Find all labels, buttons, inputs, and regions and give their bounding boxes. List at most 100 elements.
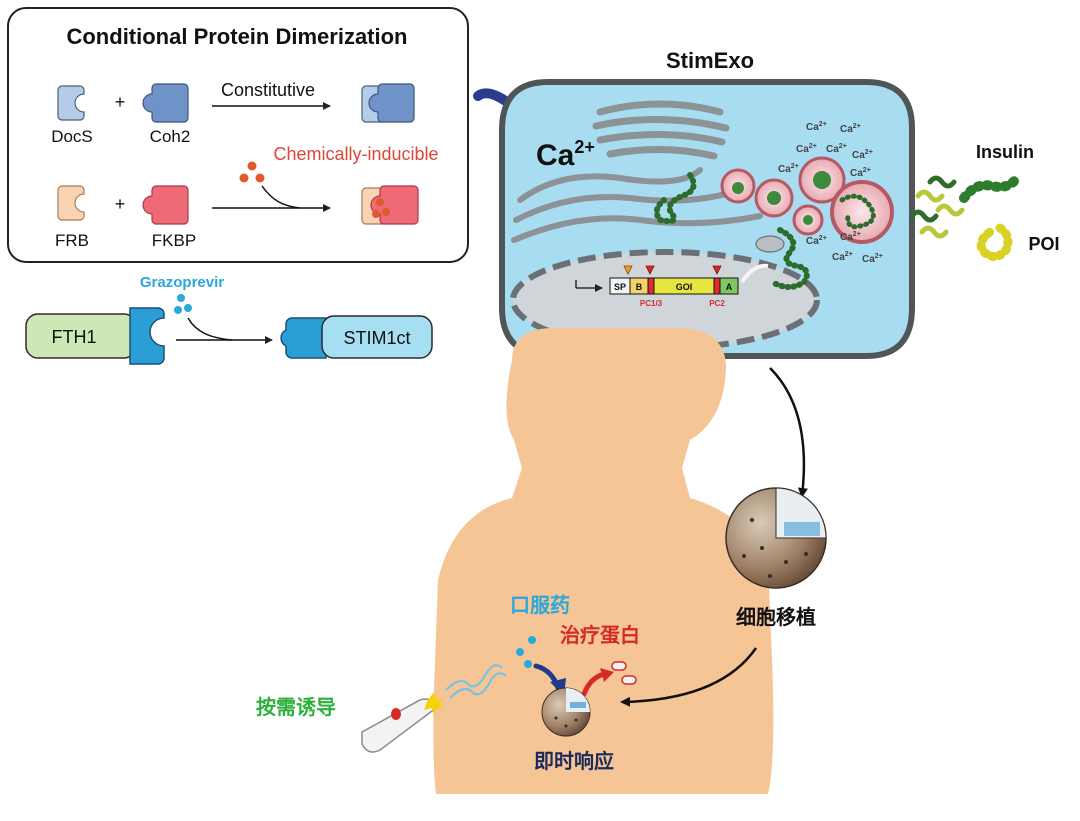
- frb-shape: [57, 185, 85, 221]
- sp-label: SP: [614, 282, 626, 292]
- drug-dot: [177, 294, 185, 302]
- goi-label: GOI: [676, 282, 693, 292]
- calcium-ions: Ca2+ Ca2+ Ca2+ Ca2+ Ca2+ Ca2+ Ca2+ Ca2+ …: [778, 121, 883, 265]
- b-label: B: [636, 282, 643, 292]
- ca-ion-label: Ca2+: [840, 123, 861, 135]
- oral-drug-dot: [524, 660, 532, 668]
- pc2-label: PC2: [709, 299, 725, 308]
- secretory-vesicles: [720, 156, 894, 244]
- coh2-label: Coh2: [150, 127, 191, 146]
- instant-response-label: 即时响应: [534, 749, 614, 773]
- docs-label: DocS: [51, 127, 93, 146]
- secretion-arrowhead: [600, 668, 614, 682]
- pc2-site: [713, 277, 721, 295]
- implant-capsule-small: [541, 687, 591, 737]
- ca-ion-label: Ca2+: [826, 143, 847, 155]
- insulin-label: Insulin: [976, 142, 1034, 162]
- oral-drug-dot: [528, 636, 536, 644]
- capsule-pore: [554, 716, 558, 720]
- chemically-inducible-label: Chemically-inducible: [273, 144, 438, 164]
- golgi-stack: [606, 145, 718, 160]
- inducer-join-curve: [261, 185, 301, 209]
- ca-ion-label: Ca2+: [806, 121, 827, 133]
- a-label: A: [726, 282, 733, 292]
- plus-sign-2: +: [115, 194, 126, 214]
- fkbp-shape: [142, 185, 189, 225]
- secreted-fragment: [927, 175, 957, 189]
- ca-ion-label: Ca2+: [850, 167, 871, 179]
- frb-label: FRB: [55, 231, 89, 250]
- secretion-arrow: [581, 671, 607, 697]
- oral-drug-dot: [516, 648, 524, 656]
- insulin-chain: [653, 172, 697, 225]
- capsule-pore: [574, 718, 578, 722]
- drug-dot: [174, 306, 182, 314]
- bound-inducer-dot: [376, 198, 384, 206]
- inducer-dot: [239, 173, 249, 183]
- vesicle-core: [803, 215, 813, 225]
- cleavage-marker: [712, 265, 722, 275]
- ca-main-label: Ca2+: [536, 137, 595, 172]
- golgi-stack: [592, 116, 730, 132]
- secreted-fragment: [935, 203, 965, 217]
- protein-capsule: [621, 675, 637, 685]
- capsule-cells: [570, 702, 586, 708]
- er-membrane: [517, 167, 703, 203]
- fkbp-label: FKBP: [152, 231, 196, 250]
- plus-sign-1: +: [115, 92, 126, 112]
- cleavage-marker: [623, 265, 633, 275]
- a-block: [719, 277, 739, 295]
- dimerization-title: Conditional Protein Dimerization: [66, 24, 407, 49]
- head-outline: [555, 365, 661, 373]
- ca-ion-label: Ca2+: [832, 251, 853, 263]
- grazoprevir-switch: Grazoprevir FTH1 STIM1ct: [25, 274, 433, 365]
- secreted-proteins: Insulin POI: [909, 142, 1060, 261]
- constitutive-label: Constitutive: [221, 80, 315, 100]
- fth1-label: FTH1: [52, 327, 97, 347]
- capsule-pore: [768, 574, 772, 578]
- secreted-fragment: [919, 225, 949, 239]
- transplant-to-body-arrow: [620, 647, 758, 707]
- drug-dot: [184, 304, 192, 312]
- ns3a-binder-closed: [280, 317, 327, 359]
- oral-drug-label: 口服药: [510, 593, 570, 617]
- er-membrane: [513, 187, 743, 223]
- poi-molecule: [976, 223, 1013, 261]
- protein-capsule: [611, 661, 627, 671]
- vesicle-core: [813, 171, 831, 189]
- wireless-signal: [449, 672, 507, 699]
- vesicle-cargo-chain: [839, 193, 876, 230]
- inducer-dot: [247, 161, 257, 171]
- coh2-shape: [142, 83, 189, 123]
- dimerization-panel: Conditional Protein Dimerization DocS + …: [7, 7, 469, 263]
- stimexo-title: StimExo: [666, 48, 754, 73]
- ca-ion-label: Ca2+: [796, 143, 817, 155]
- insulin-chain: [769, 227, 810, 290]
- stim1ct-block: [321, 315, 433, 359]
- ribosome: [755, 235, 785, 253]
- body-silhouette: [433, 328, 774, 794]
- capsule-pore: [784, 560, 788, 564]
- ca-ion-label: Ca2+: [852, 149, 873, 161]
- cell-to-implant-arrow: [769, 367, 808, 498]
- er-membrane: [511, 213, 763, 243]
- bound-inducer-dot: [382, 208, 390, 216]
- docs-shape: [57, 85, 85, 121]
- transplant-label: 细胞移植: [736, 605, 816, 629]
- secreted-fragment: [915, 189, 945, 203]
- bound-inducer-dot: [372, 210, 380, 218]
- gene-construct: SP B GOI A PC1/3 PC2: [575, 263, 769, 308]
- signal-flash-icon: [424, 692, 444, 716]
- pc13-label: PC1/3: [640, 299, 663, 308]
- ca-ion-label: Ca2+: [778, 163, 799, 175]
- ns3a-binder-open: [129, 307, 165, 365]
- insulin-molecule: [959, 171, 1023, 203]
- capsule-pore: [760, 546, 764, 550]
- on-demand-label: 按需诱导: [256, 695, 336, 719]
- peptide-chains-in-cell: [653, 172, 810, 290]
- capsule-pore: [742, 554, 746, 558]
- stim1ct-label: STIM1ct: [343, 328, 410, 348]
- capsule-pore: [804, 552, 808, 556]
- export-curve: [740, 263, 769, 284]
